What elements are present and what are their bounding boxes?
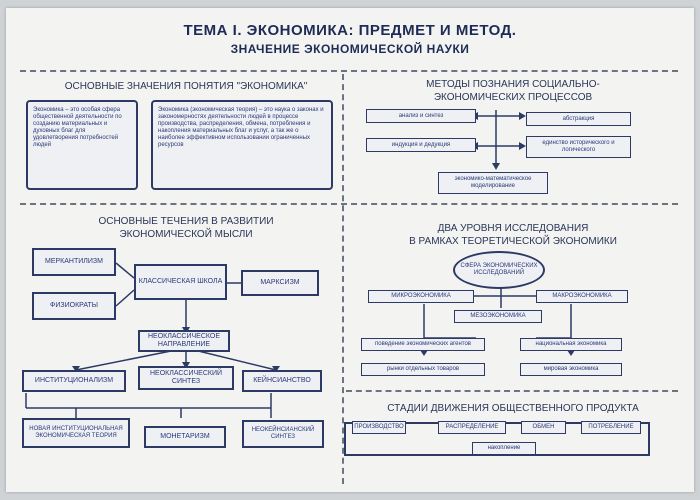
poster-sheet: ТЕМА I. ЭКОНОМИКА: ПРЕДМЕТ И МЕТОД. ЗНАЧ… [6, 8, 694, 492]
current-physiocrats: ФИЗИОКРАТЫ [32, 292, 116, 320]
stage-production: ПРОИЗВОДСТВО [352, 421, 406, 434]
divider-right-lower [346, 390, 678, 392]
method-analysis-synthesis: анализ и синтез [366, 109, 476, 123]
current-keynesianism: КЕЙНСИАНСТВО [242, 370, 322, 392]
current-institutionalism: ИНСТИТУЦИОНАЛИЗМ [22, 370, 126, 392]
stages-heading: СТАДИИ ДВИЖЕНИЯ ОБЩЕСТВЕННОГО ПРОДУКТА [387, 403, 639, 414]
current-neoclassical: НЕОКЛАССИЧЕСКОЕ НАПРАВЛЕНИЕ [138, 330, 230, 352]
current-classical-school: КЛАССИЧЕСКАЯ ШКОЛА [134, 264, 227, 300]
poster-title-line2: ЗНАЧЕНИЕ ЭКОНОМИЧЕСКОЙ НАУКИ [230, 42, 470, 56]
level-macro-world: мировая экономика [520, 363, 622, 376]
levels-heading-line2: В РАМКАХ ТЕОРЕТИЧЕСКОЙ ЭКОНОМИКИ [409, 236, 617, 247]
method-modeling: экономико-математическое моделирование [438, 172, 548, 194]
method-induction-deduction: индукция и дедукция [366, 138, 476, 152]
level-sphere-ellipse: СФЕРА ЭКОНОМИЧЕСКИХ ИССЛЕДОВАНИЙ [453, 251, 545, 289]
level-macroeconomics: МАКРОЭКОНОМИКА [536, 290, 628, 303]
method-historical-logical: единство исторического и логического [526, 136, 631, 158]
current-marxism: МАРКСИЗМ [241, 270, 319, 296]
level-micro-agents: поведение экономических агентов [361, 338, 485, 351]
methods-heading-line2: ЭКОНОМИЧЕСКИХ ПРОЦЕССОВ [433, 92, 593, 103]
current-neoclassical-synthesis: НЕОКЛАССИЧЕСКИЙ СИНТЕЗ [138, 366, 234, 390]
stage-exchange: ОБМЕН [521, 421, 566, 434]
stage-accumulation: накопление [472, 442, 536, 455]
level-macro-national: национальная экономика [520, 338, 622, 351]
methods-heading-line1: МЕТОДЫ ПОЗНАНИЯ СОЦИАЛЬНО- [426, 79, 600, 90]
current-new-institutional: НОВАЯ ИНСТИТУЦИОНАЛЬНАЯ ЭКОНОМИЧЕСКАЯ ТЕ… [22, 418, 130, 448]
meanings-heading: ОСНОВНЫЕ ЗНАЧЕНИЯ ПОНЯТИЯ "ЭКОНОМИКА" [64, 81, 308, 92]
divider-vertical [342, 74, 344, 484]
level-micro-markets: рынки отдельных товаров [361, 363, 485, 376]
current-neokeynesian-synthesis: НЕОКЕЙНСИАНСКИЙ СИНТЕЗ [242, 420, 324, 448]
poster-title-line1: ТЕМА I. ЭКОНОМИКА: ПРЕДМЕТ И МЕТОД. [183, 22, 517, 39]
stage-distribution: РАСПРЕДЕЛЕНИЕ [438, 421, 506, 434]
stage-consumption: ПОТРЕБЛЕНИЕ [581, 421, 641, 434]
current-monetarism: МОНЕТАРИЗМ [144, 426, 226, 448]
divider-middle [20, 203, 678, 205]
currents-heading-line2: ЭКОНОМИЧЕСКОЙ МЫСЛИ [119, 229, 253, 240]
currents-heading-line1: ОСНОВНЫЕ ТЕЧЕНИЯ В РАЗВИТИИ [98, 216, 274, 227]
current-mercantilism: МЕРКАНТИЛИЗМ [32, 248, 116, 276]
divider-top [20, 70, 678, 72]
level-mesoeconomics: МЕЗОЭКОНОМИКА [454, 310, 542, 323]
method-abstraction: абстракция [526, 112, 631, 126]
meaning-box-activity: Экономика – это особая сфера общественно… [26, 100, 138, 190]
level-microeconomics: МИКРОЭКОНОМИКА [368, 290, 474, 303]
meaning-box-science: Экономика (экономическая теория) – это н… [151, 100, 333, 190]
levels-heading-line1: ДВА УРОВНЯ ИССЛЕДОВАНИЯ [437, 223, 589, 234]
